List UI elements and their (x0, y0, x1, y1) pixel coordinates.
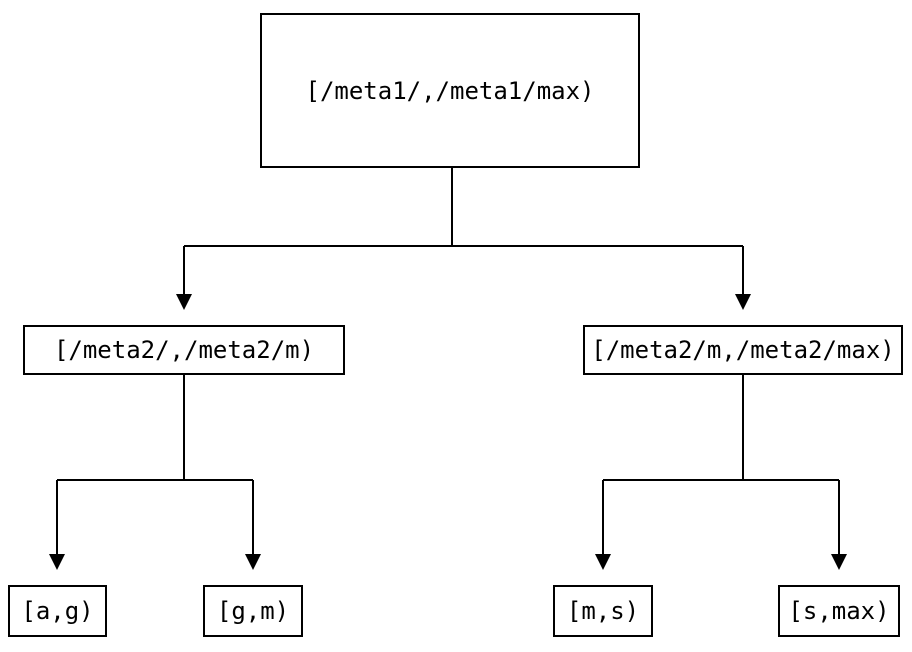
node-meta2-high-interval: [/meta2/m,/meta2/max) (583, 325, 903, 375)
node-root-interval: [/meta1/,/meta1/max) (260, 13, 640, 168)
arrowhead-down-icon (245, 554, 261, 570)
node-leaf-m-s: [m,s) (553, 585, 653, 637)
node-label: [a,g) (21, 597, 94, 625)
arrowhead-down-icon (831, 554, 847, 570)
node-label: [/meta1/,/meta1/max) (305, 76, 595, 105)
arrowhead-down-icon (735, 294, 751, 310)
arrowhead-down-icon (49, 554, 65, 570)
node-meta2-low-interval: [/meta2/,/meta2/m) (23, 325, 345, 375)
node-label: [g,m) (216, 597, 290, 625)
node-label: [/meta2/m,/meta2/max) (591, 336, 895, 364)
arrowhead-down-icon (176, 294, 192, 310)
edge-line (602, 375, 840, 554)
node-leaf-g-m: [g,m) (203, 585, 303, 637)
node-leaf-s-max: [s,max) (778, 585, 900, 637)
node-label: [m,s) (566, 597, 640, 625)
edge-meta2low-to-children (56, 375, 254, 554)
arrowhead-down-icon (595, 554, 611, 570)
node-label: [/meta2/,/meta2/m) (53, 336, 315, 364)
edge-line (56, 375, 254, 554)
edge-meta2high-to-children (602, 375, 840, 554)
node-label: [s,max) (788, 597, 890, 625)
edge-root-to-children (183, 168, 744, 294)
node-leaf-a-g: [a,g) (8, 585, 107, 637)
edge-line (183, 168, 744, 294)
